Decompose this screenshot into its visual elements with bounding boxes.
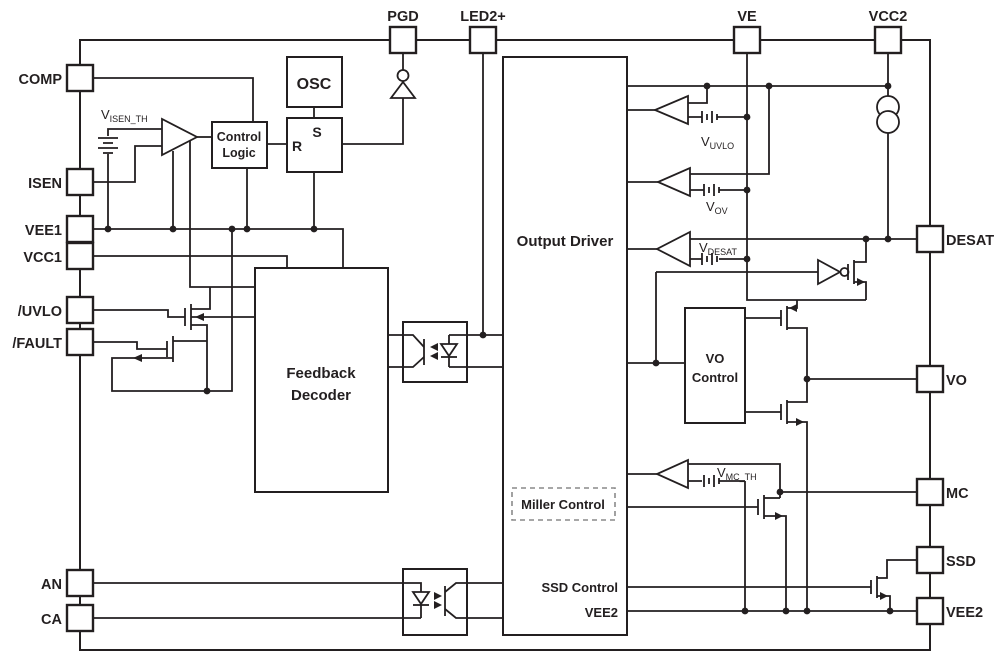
vo-high-mosfet-icon <box>745 300 808 379</box>
desat-clamp-mosfet-icon <box>847 239 867 300</box>
vmcth-label: VMC_TH <box>717 465 757 482</box>
pin-desat <box>915 224 945 254</box>
isen-comparator-icon <box>161 117 199 157</box>
vo-control-label-2: Control <box>692 370 738 385</box>
vdesat-label: VDESAT <box>699 240 738 257</box>
vo-control-block <box>684 307 746 424</box>
pin-label-vee2: VEE2 <box>946 605 983 621</box>
pin-label-comp: COMP <box>19 72 63 88</box>
vdesat-battery-icon <box>701 253 718 265</box>
pin-mc <box>915 477 945 507</box>
control-logic-block <box>211 121 268 169</box>
pin-label-fault: /FAULT <box>12 336 62 352</box>
pin-fault <box>65 327 95 357</box>
control-logic-label-1: Control <box>217 130 261 144</box>
visen-battery-icon <box>98 137 118 154</box>
pin-vcc2 <box>873 25 903 55</box>
uvlo-mosfet-icon <box>88 287 255 391</box>
pin-ve <box>732 25 762 55</box>
vmcth-battery-icon <box>703 475 720 487</box>
pin-comp <box>65 63 95 93</box>
pin-label-led2p: LED2+ <box>460 9 506 25</box>
block-labels: OSC S R Control Logic Feedback Decoder O… <box>217 76 738 620</box>
output-driver-block <box>502 56 628 636</box>
pin-label-pgd: PGD <box>387 9 418 25</box>
output-driver-label: Output Driver <box>517 233 614 250</box>
pin-label-vee1: VEE1 <box>25 223 62 239</box>
pgd-buffer-icon <box>389 69 417 99</box>
input-optocoupler-icon <box>402 568 468 636</box>
ov-comparator-icon <box>655 166 691 198</box>
ssd-control-label: SSD Control <box>541 580 618 595</box>
pin-label-mc: MC <box>946 486 969 502</box>
pin-led2p <box>468 25 498 55</box>
pin-vee2 <box>915 596 945 626</box>
latch-r-label: R <box>292 138 302 154</box>
feedback-decoder-label-1: Feedback <box>286 365 356 382</box>
miller-control-label: Miller Control <box>521 497 605 512</box>
pin-isen <box>65 167 95 197</box>
reference-labels: VISEN_TH VUVLO VOV VDESAT VMC_TH <box>101 107 757 482</box>
oscillator-label: OSC <box>297 76 332 93</box>
pin-squares <box>65 25 945 633</box>
vo-low-mosfet-icon <box>745 379 808 611</box>
pin-ssd <box>915 545 945 575</box>
feedback-optocoupler-icon <box>402 321 468 383</box>
vuvlo-label: VUVLO <box>701 134 734 151</box>
vuvlo-battery-icon <box>701 111 718 123</box>
pin-vo <box>915 364 945 394</box>
miller-control-block <box>511 487 616 521</box>
pin-label-isen: ISEN <box>28 176 62 192</box>
pin-label-ca: CA <box>41 612 62 628</box>
pin-label-ssd: SSD <box>946 554 976 570</box>
pin-label-an: AN <box>41 577 62 593</box>
pin-label-uvlo: /UVLO <box>18 304 62 320</box>
vov-battery-icon <box>703 184 720 196</box>
control-logic-label-2: Logic <box>222 146 255 160</box>
pin-ca <box>65 603 95 633</box>
pin-label-vcc2: VCC2 <box>869 9 908 25</box>
vee2-internal-label: VEE2 <box>585 605 618 620</box>
sr-latch-block <box>286 117 343 173</box>
desat-comparator-icon <box>655 230 691 268</box>
pin-vcc1 <box>65 241 95 271</box>
pin-labels: COMP ISEN VEE1 VCC1 /UVLO /FAULT AN CA P… <box>12 9 994 628</box>
pin-an <box>65 568 95 598</box>
ssd-mosfet-icon <box>870 559 917 611</box>
pin-label-ve: VE <box>737 9 757 25</box>
oscillator-block <box>286 56 343 108</box>
current-source-icon <box>876 95 900 134</box>
junction-dots <box>104 82 894 615</box>
pin-pgd <box>388 25 418 55</box>
pin-label-vo: VO <box>946 373 967 389</box>
pin-vee1 <box>65 214 95 244</box>
feedback-decoder-block <box>254 267 389 493</box>
pin-label-desat: DESAT <box>946 233 994 249</box>
latch-s-label: S <box>312 124 321 140</box>
feedback-decoder-label-2: Decoder <box>291 387 351 404</box>
visen-th-label: VISEN_TH <box>101 107 148 124</box>
pin-label-vcc1: VCC1 <box>23 250 62 266</box>
vov-label: VOV <box>706 199 728 216</box>
fault-mosfet-icon <box>88 229 233 392</box>
uvlo-comparator-icon <box>652 94 689 126</box>
pin-uvlo <box>65 295 95 325</box>
vo-control-label-1: VO <box>706 351 725 366</box>
mc-mosfet-icon <box>757 495 787 611</box>
